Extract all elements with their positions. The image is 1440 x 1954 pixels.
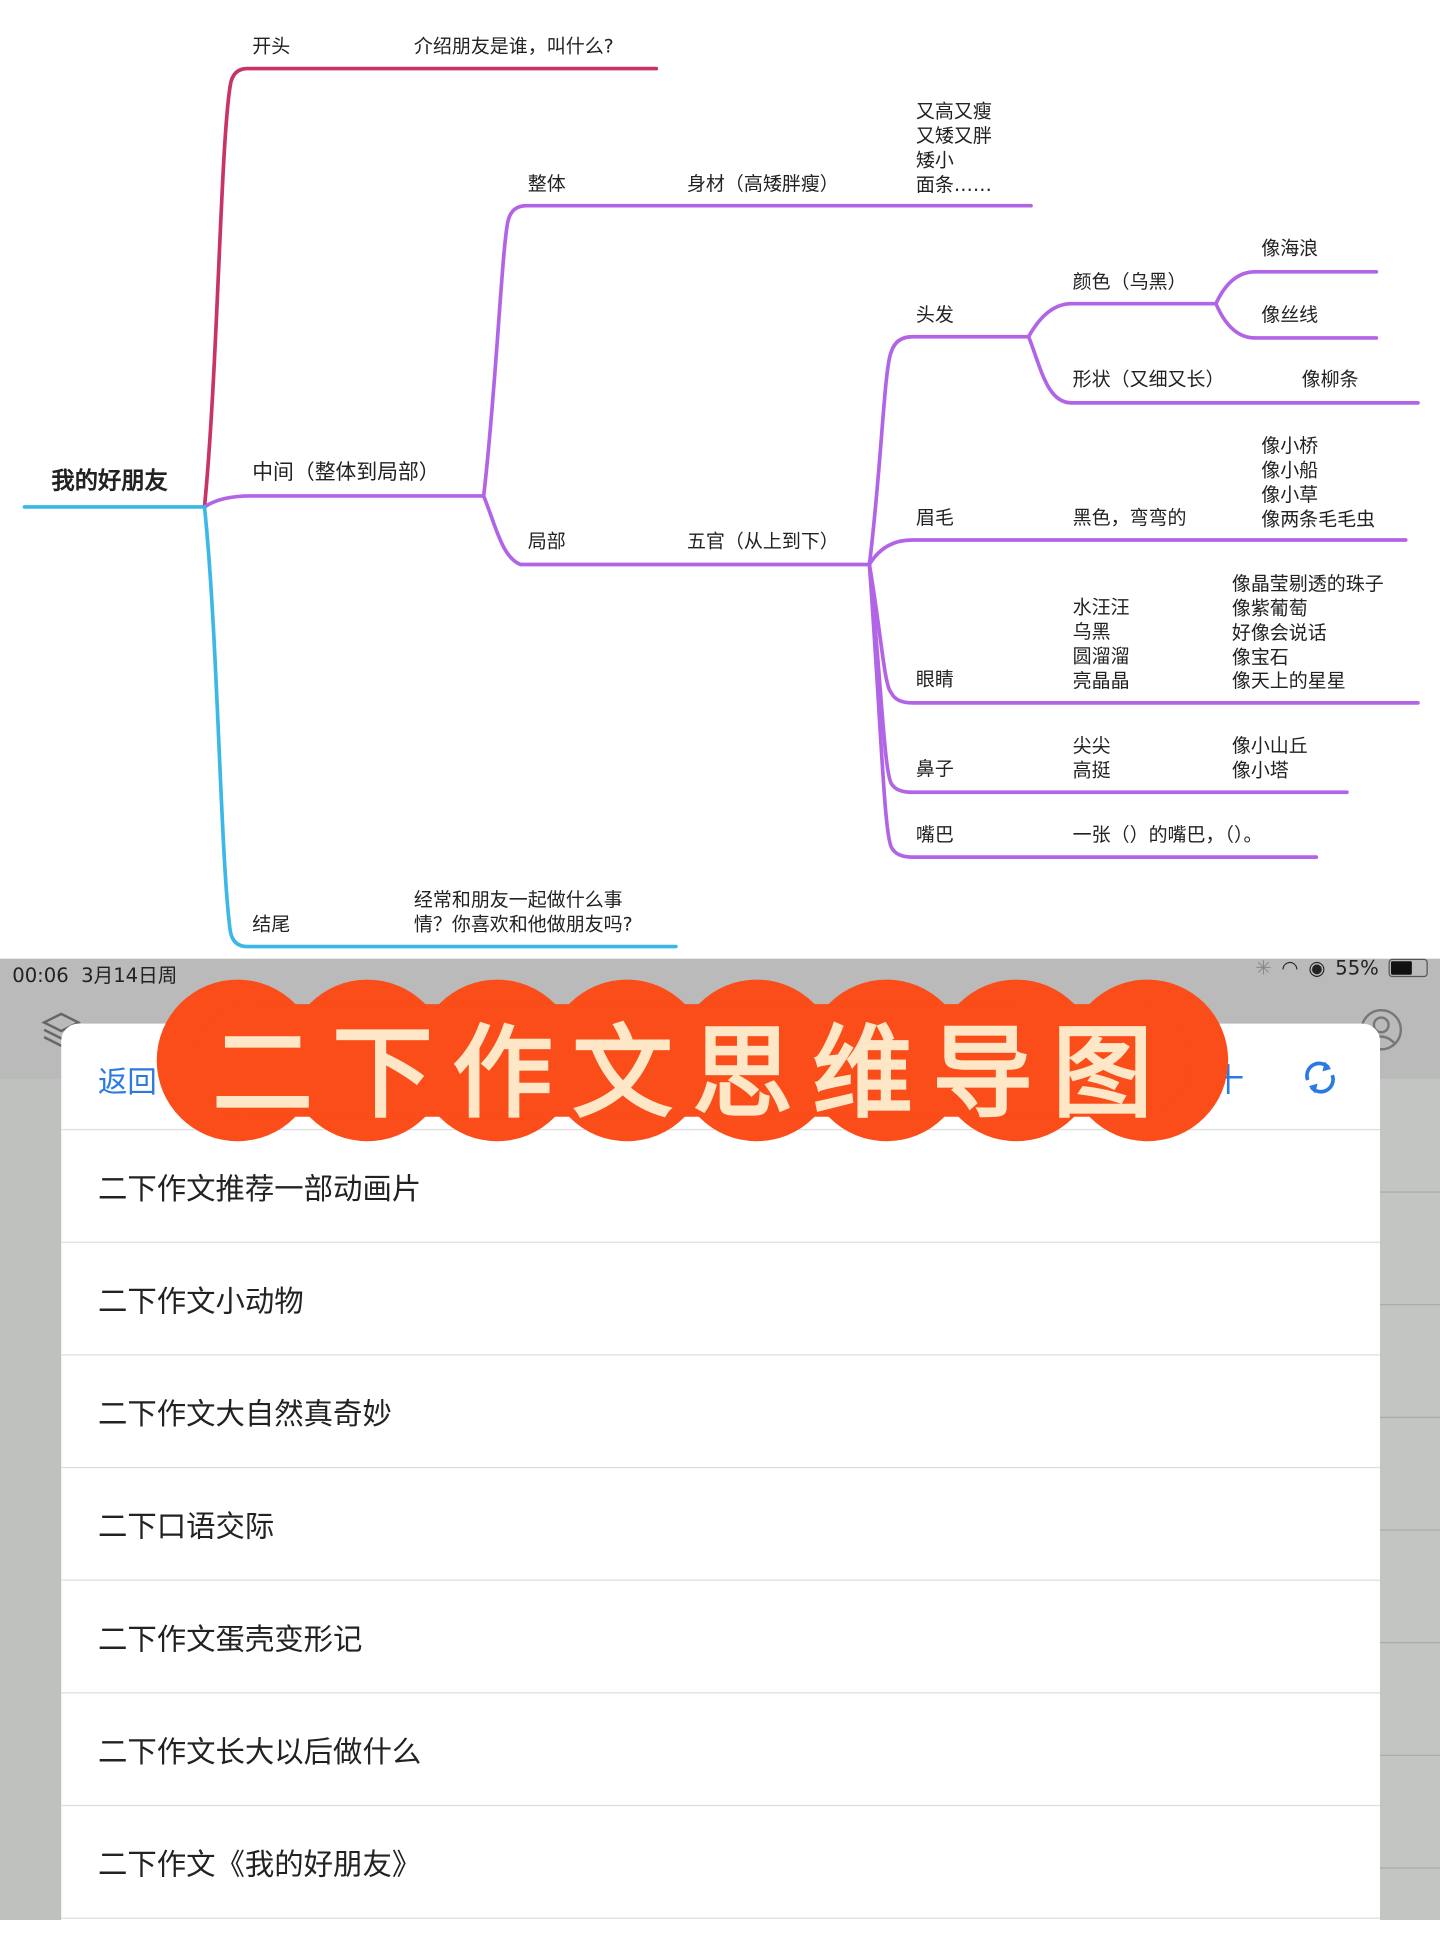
node-hair-shape: 形状（又细又长） [1072,368,1225,391]
mind-map-branches [22,66,1420,949]
node-opening: 开头 [252,35,291,58]
time: 00:06 [12,963,69,987]
node-whole-detail: 身材（高矮胖瘦） [686,172,839,195]
whole-example: 又高又瘦 [915,100,992,123]
whole-example: 面条…… [915,173,992,196]
eyes-detail: 水汪汪 [1072,596,1130,619]
node-eyebrow: 眉毛 [915,506,954,529]
branch-whole [481,203,1033,498]
activity-icon: ✳ [1255,956,1272,980]
list-item[interactable]: 二下作文推荐一部动画片 [61,1130,1381,1243]
root-node: 我的好朋友 [51,467,168,495]
eyebrow-example: 像小草 [1261,483,1319,506]
list-item[interactable]: 二下作文大自然真奇妙 [61,1356,1381,1469]
branch-eyes [867,562,1420,705]
battery-percent: 55% [1335,956,1379,980]
eyes-example: 像晶莹剔透的珠子 [1231,573,1384,596]
hair-shape-example: 像柳条 [1301,368,1359,391]
node-ending: 结尾 [252,913,291,936]
nose-example: 像小塔 [1231,759,1289,782]
node-part-detail: 五官（从上到下） [686,530,839,553]
branch-middle [202,494,486,509]
node-part: 局部 [527,530,566,553]
node-middle: 中间（整体到局部） [252,460,440,485]
node-opening-detail: 介绍朋友是谁，叫什么? [413,35,614,58]
list-item[interactable]: 二下作文《我的好朋友》 [61,1806,1381,1919]
ending-detail-line: 情？你喜欢和他做朋友吗? [413,913,633,936]
node-nose: 鼻子 [915,757,954,781]
background-list [1380,1078,1440,1921]
eyes-example: 像天上的星星 [1231,669,1346,692]
branch-hair [867,334,1031,567]
eyes-example: 像宝石 [1231,646,1289,669]
list-item[interactable]: 二下作文小动物 [61,1243,1381,1356]
eyebrow-example: 像小桥 [1261,434,1319,457]
back-button[interactable]: 返回 [97,1065,157,1100]
refresh-icon[interactable] [1298,1056,1342,1100]
status-time: 00:06 3月14日周 [12,959,177,988]
list-item[interactable]: 二下口语交际 [61,1468,1381,1581]
nose-detail: 高挺 [1072,759,1111,782]
branch-hair-shape [1026,334,1420,405]
eyes-detail: 亮晶晶 [1072,669,1130,692]
list-item[interactable]: 二下作文长大以后做什么 [61,1693,1381,1807]
node-mouth: 嘴巴 [915,824,954,847]
eyebrow-example: 像小船 [1261,459,1319,482]
node-eyes: 眼睛 [915,668,954,691]
hair-color-example: 像丝线 [1261,303,1319,326]
banner-title: 二下作文思维导图 [212,1015,1173,1133]
eyebrow-example: 像两条毛毛虫 [1261,508,1376,531]
node-hair: 头发 [915,303,954,326]
branch-mouth [867,562,1319,859]
orientation-lock-icon: ◉ [1308,956,1326,980]
branch-part [481,494,872,567]
title-banner: 二下作文思维导图 [156,967,1229,1151]
wifi-icon: ◠ [1281,956,1299,980]
date: 3月14日周 [81,963,178,987]
node-whole: 整体 [527,172,566,195]
selection-modal: 返回 十 二下作文推荐一部动画片 二下作文小动物 二下作文大自然真奇妙 二下口语… [61,1023,1381,1954]
node-mouth-detail: 一张（）的嘴巴，（）。 [1072,824,1263,847]
nose-detail: 尖尖 [1072,734,1111,757]
branch-opening [202,66,659,509]
nose-example: 像小山丘 [1231,734,1308,757]
node-hair-color: 颜色（乌黑） [1072,270,1187,293]
branch-hair-color [1026,301,1218,339]
branch-ending [202,505,678,949]
whole-example: 矮小 [915,149,954,172]
eyes-detail: 乌黑 [1072,620,1111,643]
eyes-example: 好像会说话 [1231,622,1327,645]
list-item[interactable]: 二下作文蛋壳变形记 [61,1581,1381,1694]
node-eyebrow-detail: 黑色，弯弯的 [1072,506,1187,529]
battery-icon [1388,958,1428,978]
status-right: ✳ ◠ ◉ 55% [1255,956,1428,980]
eyes-example: 像紫葡萄 [1231,597,1308,620]
ending-detail-line: 经常和朋友一起做什么事 [413,888,623,912]
hair-color-example: 像海浪 [1261,237,1319,260]
branch-eyebrow [867,538,1408,567]
whole-example: 又矮又胖 [915,124,992,147]
branch-silk [1214,301,1379,340]
eyes-detail: 圆溜溜 [1072,645,1130,668]
mind-map: 我的好朋友 开头 介绍朋友是谁，叫什么? 中间（整体到局部） 整体 身材（高矮胖… [0,0,1440,959]
branch-wave [1214,270,1379,306]
branch-nose [867,562,1349,795]
